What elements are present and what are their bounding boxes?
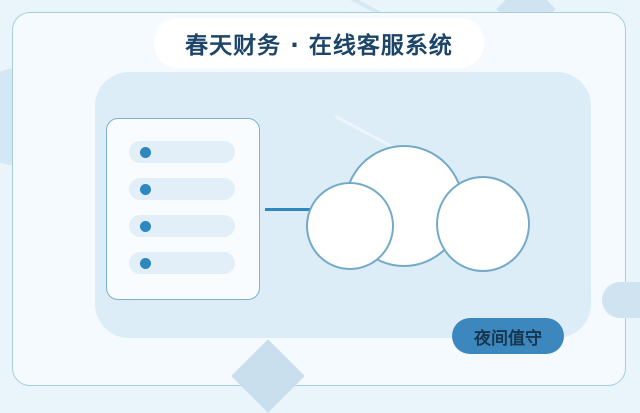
list-item: [129, 215, 235, 237]
cloud-icon-part: [436, 176, 530, 272]
list-item: [129, 178, 235, 200]
list-item: [129, 141, 235, 163]
list-item: [129, 252, 235, 274]
decorative-circle-right: [602, 282, 640, 318]
cloud-icon-part: [306, 182, 394, 270]
bullet-icon: [140, 147, 151, 158]
page-title-text: 春天财务 · 在线客服系统: [185, 33, 453, 59]
status-badge: 夜间值守: [452, 318, 564, 354]
document-list-icon: [106, 118, 260, 300]
page-title: 春天财务 · 在线客服系统: [154, 18, 484, 68]
connector-line: [265, 208, 331, 211]
status-badge-label: 夜间值守: [474, 328, 542, 349]
bullet-icon: [140, 258, 151, 269]
bullet-icon: [140, 221, 151, 232]
bullet-icon: [140, 184, 151, 195]
